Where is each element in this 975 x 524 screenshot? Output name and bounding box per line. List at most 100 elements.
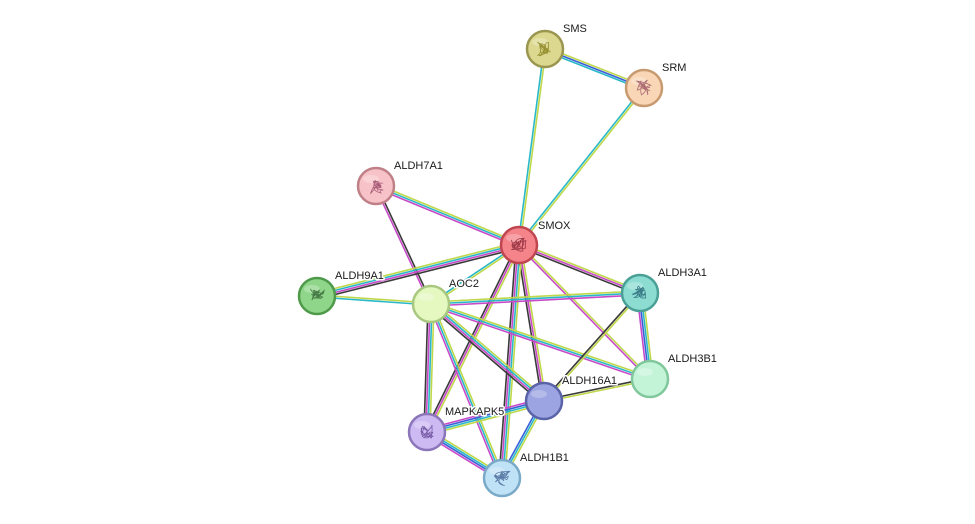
- protein-structure-icon: [493, 470, 511, 486]
- edge-channel-line: [375, 185, 520, 246]
- protein-structure-icon: [635, 79, 652, 96]
- edge-aoc2-aldh16a1[interactable]: [428, 300, 547, 405]
- edge-channel-line: [517, 86, 645, 246]
- protein-structure-icon: [310, 288, 325, 301]
- edge-channel-line: [430, 303, 651, 380]
- edge-channel-line: [517, 244, 651, 381]
- edge-channel-line: [432, 302, 505, 479]
- edge-channel-line: [500, 244, 519, 479]
- protein-structure-icon: [420, 424, 434, 439]
- edge-channel-line: [427, 303, 433, 433]
- protein-structure-icon: [537, 41, 551, 57]
- edge-channel-line: [315, 241, 520, 294]
- edge-channel-line: [429, 303, 435, 433]
- edge-channel-line: [520, 243, 547, 402]
- node-highlight: [627, 282, 643, 290]
- edge-aldh16a1-mapkapk5[interactable]: [425, 397, 546, 436]
- edge-channel-line: [430, 301, 652, 378]
- node-highlight: [637, 368, 653, 376]
- node-label-aldh1b1: ALDH1B1: [520, 452, 569, 464]
- edge-channel-line: [498, 243, 517, 479]
- edge-channel-line: [316, 247, 521, 300]
- edge-smox-aldh3b1[interactable]: [517, 243, 652, 381]
- node-label-halo: ALDH3B1: [668, 353, 717, 365]
- edge-channel-line: [430, 302, 546, 402]
- node-label-aldh3b1: ALDH3B1: [668, 353, 717, 365]
- protein-structure-path: [493, 470, 511, 486]
- edge-channel-line: [517, 246, 641, 296]
- node-label-halo: ALDH3A1: [658, 267, 707, 279]
- edge-channel-line: [428, 305, 543, 405]
- node-label-mapkapk5: MAPKAPK5: [445, 406, 504, 418]
- node-label-halo: AOC2: [449, 278, 479, 290]
- protein-structure-icon: [370, 180, 384, 194]
- node-label-aldh9a1: ALDH9A1: [335, 270, 384, 282]
- node-circle-aoc2[interactable]: [411, 284, 451, 324]
- edge-channel-line: [542, 291, 641, 402]
- edge-channel-line: [518, 244, 545, 402]
- edge-channel-line: [425, 303, 431, 433]
- node-label-aldh16a1: ALDH16A1: [562, 375, 617, 387]
- edge-aldh7a1-aoc2[interactable]: [374, 184, 433, 306]
- edge-smox-aldh1b1[interactable]: [498, 243, 523, 480]
- node-circle-aldh16a1[interactable]: [524, 381, 564, 421]
- edge-channel-line: [518, 244, 641, 294]
- edge-aoc2-aldh3b1[interactable]: [429, 301, 652, 382]
- edge-channel-line: [518, 242, 642, 292]
- edge-sms-smox[interactable]: [517, 48, 547, 246]
- edge-aldh3a1-aldh16a1[interactable]: [542, 291, 642, 403]
- edge-channel-line: [426, 403, 546, 436]
- edge-aldh7a1-smox[interactable]: [374, 183, 521, 248]
- edge-aoc2-aldh3a1[interactable]: [430, 290, 641, 307]
- node-highlight: [631, 77, 647, 85]
- edges-layer: [315, 46, 654, 482]
- edge-channel-line: [374, 185, 431, 306]
- edge-srm-smox[interactable]: [517, 86, 646, 247]
- edge-aoc2-mapkapk5[interactable]: [423, 303, 435, 433]
- edge-aldh9a1-smox[interactable]: [315, 241, 521, 300]
- node-label-halo: SMOX: [538, 220, 571, 232]
- node-label-halo: ALDH16A1: [562, 375, 617, 387]
- edge-channel-line: [518, 87, 646, 247]
- edge-channel-line: [430, 292, 641, 305]
- edge-channel-line: [425, 397, 545, 430]
- edge-channel-line: [430, 303, 503, 479]
- node-label-aoc2: AOC2: [449, 278, 479, 290]
- edge-channel-line: [518, 243, 652, 380]
- edge-channel-line: [502, 244, 521, 479]
- edge-channel-line: [516, 244, 543, 403]
- edge-channel-line: [519, 48, 547, 246]
- protein-structure-icon: [631, 285, 647, 299]
- edge-aoc2-aldh1b1[interactable]: [428, 302, 505, 480]
- protein-structure-path: [635, 79, 652, 96]
- edge-channel-line: [376, 184, 433, 305]
- node-circle-aldh3b1[interactable]: [630, 359, 670, 399]
- node-highlight: [532, 38, 548, 46]
- node-highlight: [304, 285, 320, 293]
- edge-channel-line: [316, 245, 521, 298]
- node-label-aldh7a1: ALDH7A1: [394, 160, 443, 172]
- node-label-halo: ALDH9A1: [335, 270, 384, 282]
- edge-smox-aldh16a1[interactable]: [516, 243, 547, 403]
- edge-channel-line: [374, 187, 520, 248]
- edge-channel-line: [423, 303, 429, 433]
- edge-channel-line: [504, 244, 523, 480]
- edge-channel-line: [429, 303, 545, 403]
- protein-structure-icon: [510, 237, 527, 252]
- node-highlight: [414, 421, 430, 429]
- edge-smox-aldh3a1[interactable]: [517, 242, 642, 296]
- protein-structure-path: [537, 41, 551, 57]
